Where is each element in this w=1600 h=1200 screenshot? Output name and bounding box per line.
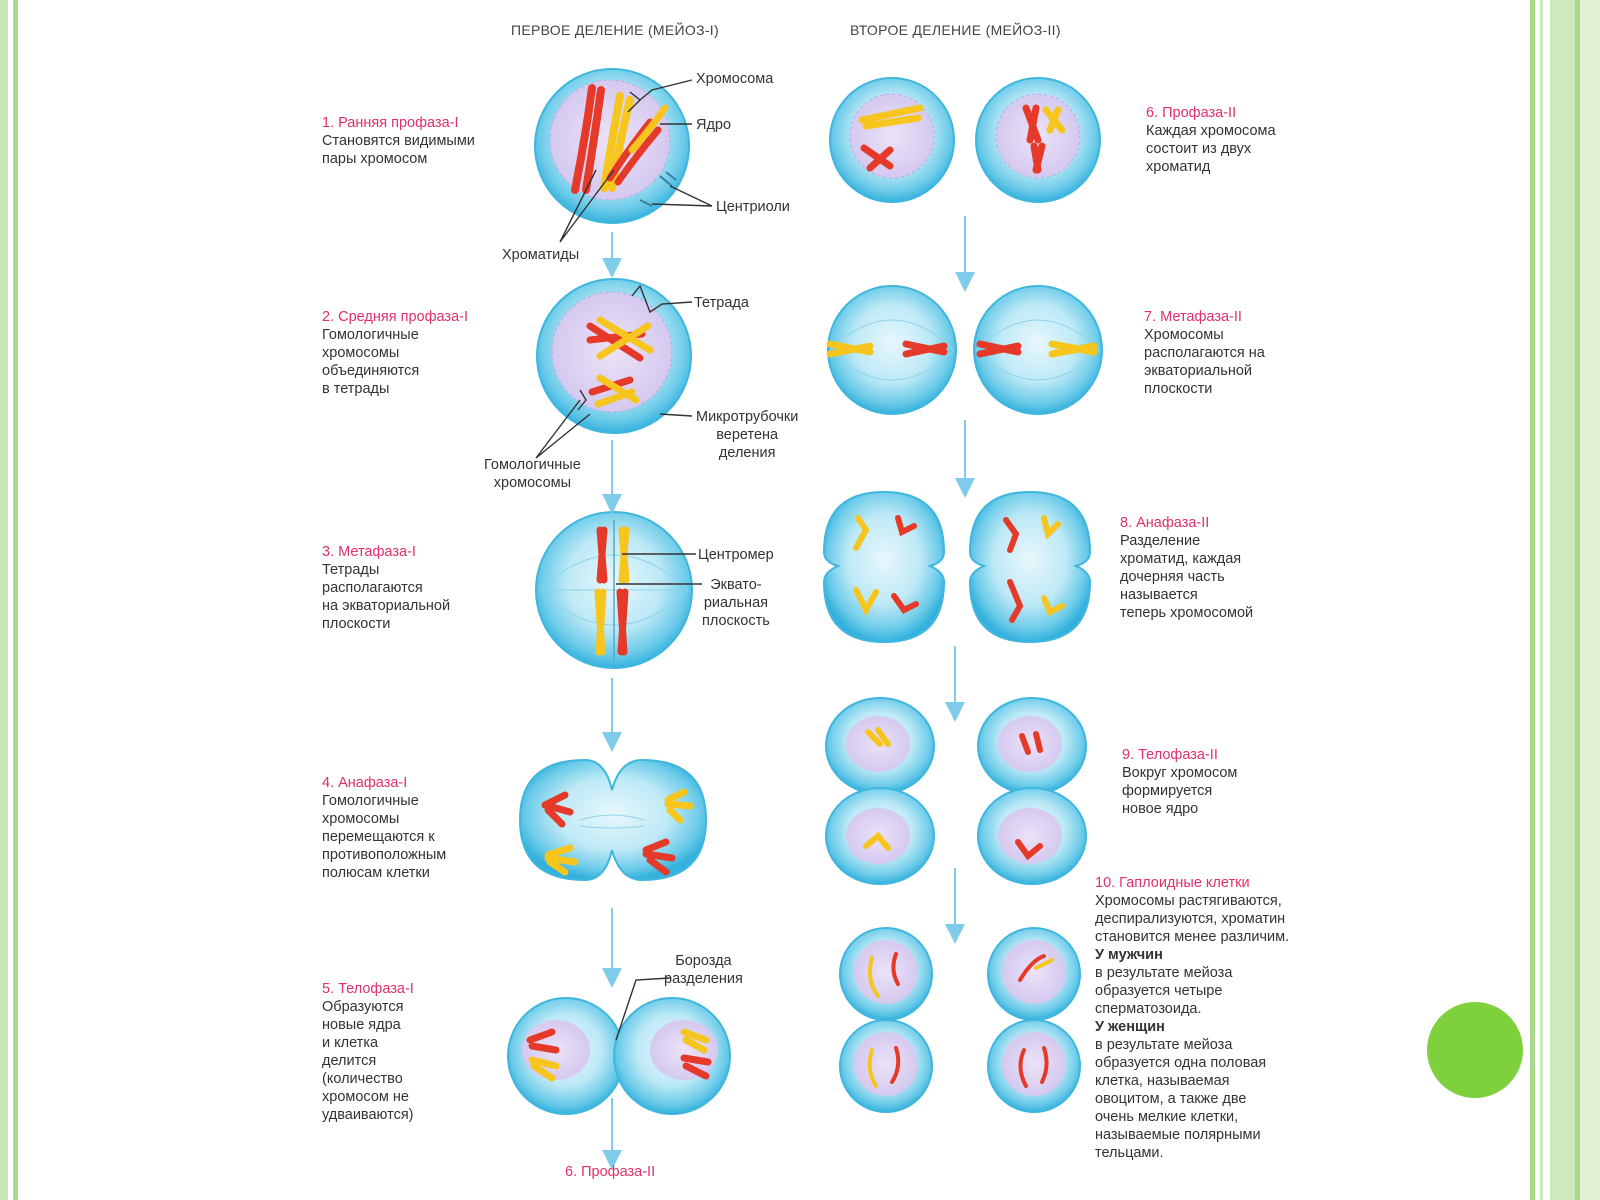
label-furrow: Борозда разделения bbox=[664, 953, 743, 987]
stage-1-title: 1. Ранняя профаза-I bbox=[322, 115, 459, 131]
cell-middle-prophase-1 bbox=[536, 278, 692, 434]
stage-4-desc: Гомологичные хромосомы перемещаются к пр… bbox=[322, 793, 447, 881]
right-frame-border bbox=[1530, 0, 1600, 1200]
stage-6-title: 6. Профаза-II bbox=[1146, 105, 1237, 121]
stage-9-title: 9. Телофаза-II bbox=[1122, 747, 1218, 763]
stage-2-desc: Гомологичные хромосомы объединяются в те… bbox=[322, 327, 420, 397]
arrows-meiosis-2 bbox=[945, 216, 975, 944]
stage-8-desc: Разделение хроматид, каждая дочерняя час… bbox=[1120, 533, 1254, 621]
label-homologous: Гомологичные хромосомы bbox=[484, 457, 581, 491]
caption-prophase-2: 6. Профаза-II bbox=[565, 1164, 656, 1180]
cell-telophase-1 bbox=[507, 997, 731, 1115]
women-text: в результате мейоза образуется одна поло… bbox=[1095, 1037, 1267, 1161]
men-heading: У мужчин bbox=[1095, 947, 1163, 963]
stage-8-title: 8. Анафаза-II bbox=[1120, 515, 1210, 531]
cells-metaphase-2 bbox=[826, 285, 1103, 415]
stage-10-text: 10. Гаплоидные клетки Хромосомы растягив… bbox=[1095, 874, 1289, 1162]
cell-anaphase-1 bbox=[518, 758, 708, 882]
left-frame-border bbox=[0, 0, 20, 1200]
stage-3-text: 3. Метафаза-I Тетрады располагаются на э… bbox=[322, 543, 450, 633]
stage-3-desc: Тетрады располагаются на экваториальной … bbox=[322, 562, 451, 632]
header-meiosis-2: ВТОРОЕ ДЕЛЕНИЕ (МЕЙОЗ-II) bbox=[850, 22, 1061, 38]
stage-5-text: 5. Телофаза-I Образуются новые ядра и кл… bbox=[322, 980, 414, 1124]
label-tetrad: Тетрада bbox=[694, 295, 749, 311]
stage-7-text: 7. Метафаза-II Хромосомы располагаются н… bbox=[1144, 308, 1265, 398]
decorative-green-circle bbox=[1427, 1002, 1523, 1098]
label-chromosome: Хромосома bbox=[696, 71, 774, 87]
stage-2-text: 2. Средняя профаза-I Гомологичные хромос… bbox=[322, 308, 468, 398]
stage-10-desc: Хромосомы растягиваются, деспирализуются… bbox=[1095, 893, 1290, 945]
stage-8-text: 8. Анафаза-II Разделение хроматид, кажда… bbox=[1120, 514, 1253, 622]
stage-5-title: 5. Телофаза-I bbox=[322, 981, 414, 997]
label-equatorial-plane: Эквато- риальная плоскость bbox=[702, 577, 770, 629]
stage-6-text: 6. Профаза-II Каждая хромосома состоит и… bbox=[1146, 104, 1276, 176]
cell-early-prophase-1 bbox=[534, 68, 690, 224]
stage-4-title: 4. Анафаза-I bbox=[322, 775, 408, 791]
label-chromatids: Хроматиды bbox=[502, 247, 580, 263]
stage-9-text: 9. Телофаза-II Вокруг хромосом формирует… bbox=[1122, 746, 1237, 818]
women-heading: У женщин bbox=[1095, 1019, 1165, 1035]
stage-9-desc: Вокруг хромосом формируется новое ядро bbox=[1122, 765, 1238, 817]
stage-1-text: 1. Ранняя профаза-I Становятся видимыми … bbox=[322, 114, 475, 168]
stage-1-desc: Становятся видимыми пары хромосом bbox=[322, 133, 475, 167]
stage-6-desc: Каждая хромосома состоит из двух хромати… bbox=[1146, 123, 1276, 175]
stage-5-desc: Образуются новые ядра и клетка делится (… bbox=[322, 999, 414, 1123]
stage-7-desc: Хромосомы располагаются на экваториально… bbox=[1144, 327, 1265, 397]
stage-3-title: 3. Метафаза-I bbox=[322, 544, 416, 560]
label-microtubules: Микротрубочки веретена деления bbox=[696, 409, 799, 461]
cells-anaphase-2 bbox=[822, 490, 1092, 644]
stage-7-title: 7. Метафаза-II bbox=[1144, 309, 1242, 325]
men-text: в результате мейоза образуется четыре сп… bbox=[1095, 965, 1233, 1017]
cell-metaphase-1 bbox=[535, 511, 693, 669]
haploid-cells bbox=[839, 927, 1081, 1113]
label-centrioles: Центриоли bbox=[716, 199, 790, 215]
header-meiosis-1: ПЕРВОЕ ДЕЛЕНИЕ (МЕЙОЗ-I) bbox=[511, 22, 719, 38]
cells-telophase-2 bbox=[825, 697, 1087, 885]
cells-prophase-2 bbox=[829, 77, 1101, 203]
stage-4-text: 4. Анафаза-I Гомологичные хромосомы пере… bbox=[322, 774, 446, 882]
label-pointer-lines bbox=[535, 79, 713, 1041]
stage-10-title: 10. Гаплоидные клетки bbox=[1095, 875, 1250, 891]
stage-2-title: 2. Средняя профаза-I bbox=[322, 309, 468, 325]
label-centromere: Центромер bbox=[698, 547, 774, 563]
label-nucleus: Ядро bbox=[696, 117, 732, 133]
